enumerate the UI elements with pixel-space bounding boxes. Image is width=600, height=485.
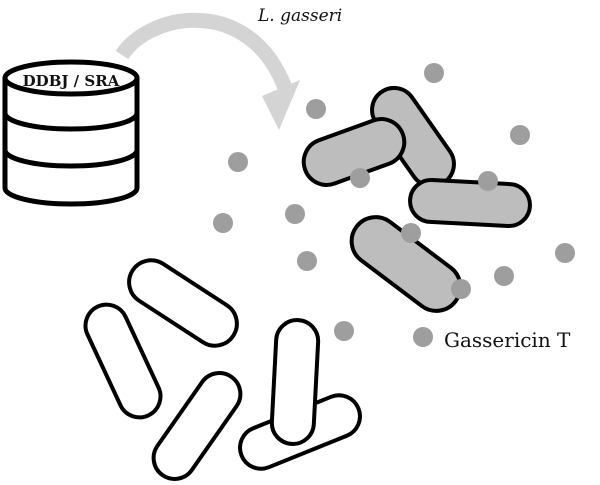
- producer-cell: [408, 177, 532, 229]
- curved-arrow-head: [262, 80, 300, 130]
- peptide-dot: [228, 152, 248, 172]
- peptide-dot: [334, 321, 354, 341]
- database-band-1: [2, 112, 140, 132]
- peptide-dots: [213, 63, 575, 347]
- peptide-dot: [451, 279, 471, 299]
- database-cylinder: [2, 59, 140, 207]
- peptide-dot: [401, 223, 421, 243]
- other-cell: [83, 302, 163, 420]
- peptide-dot: [424, 63, 444, 83]
- peptide-dot: [306, 99, 326, 119]
- peptide-dot: [478, 171, 498, 191]
- peptide-dot: [555, 243, 575, 263]
- peptide-dot: [213, 213, 233, 233]
- peptide-dot: [510, 125, 530, 145]
- curved-arrow-shaft: [115, 13, 293, 91]
- other-cells: [83, 258, 362, 481]
- peptide-dot: [297, 251, 317, 271]
- producer-cells: [301, 85, 532, 313]
- peptide-dot: [494, 266, 514, 286]
- curved-arrow: [115, 13, 300, 130]
- peptide-dot: [413, 327, 433, 347]
- other-cell: [151, 371, 243, 481]
- species-label: L. gasseri: [257, 6, 342, 26]
- peptide-dot: [285, 204, 305, 224]
- other-cell: [269, 318, 321, 446]
- database-body: [2, 78, 140, 207]
- producer-cell: [349, 215, 463, 313]
- bacteriocin-label: Gassericin T: [444, 328, 571, 352]
- peptide-dot: [350, 168, 370, 188]
- database-top: [2, 59, 140, 97]
- database-band-2: [2, 149, 140, 169]
- database-label: DDBJ / SRA: [23, 72, 120, 90]
- other-cell: [127, 258, 239, 348]
